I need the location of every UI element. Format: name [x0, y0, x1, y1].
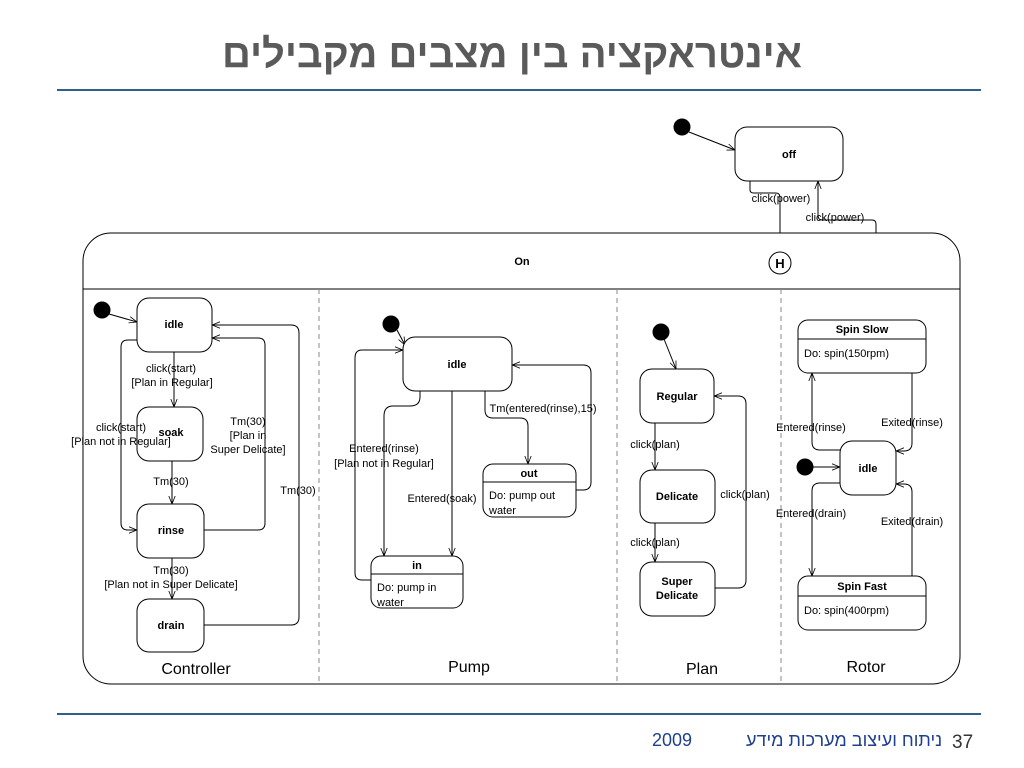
- label-idle-to-soak-2: [Plan in Regular]: [131, 377, 212, 389]
- footer-year: 2009: [652, 730, 693, 750]
- label-rotor-spin-fast: Spin Fast: [837, 581, 887, 593]
- state-on: [82, 232, 961, 685]
- state-ctrl-soak: [136, 406, 204, 462]
- arrow-off-to-history: [749, 181, 780, 252]
- arrow-rinse-to-ctrl-idle: [204, 338, 266, 531]
- label-state-on: On: [514, 256, 530, 268]
- pump-in-activity-2: water: [376, 597, 404, 609]
- arrow-on-to-off: [818, 181, 877, 233]
- region-label-plan: Plan: [686, 661, 718, 678]
- page-number: 37: [952, 732, 974, 753]
- pump-out-activity-2: water: [488, 505, 516, 517]
- label-idle-to-rinse-1: click(start): [96, 422, 146, 434]
- label-soak-to-rinse: Tm(30): [153, 476, 188, 488]
- arrow-initial-to-ctrl-idle: [108, 313, 137, 322]
- label-super-to-regular: click(plan): [720, 489, 770, 501]
- arrow-super-to-regular: [714, 396, 747, 589]
- label-history: H: [775, 256, 784, 271]
- label-rotor-idle-to-fast: Entered(drain): [776, 508, 846, 520]
- state-plan-delicate: [639, 469, 716, 524]
- arrow-initial-to-pump-idle: [396, 329, 405, 345]
- label-pump-idle-to-in-1: Entered(rinse): [349, 443, 419, 455]
- state-rotor-spin-slow: [797, 319, 927, 374]
- spin-slow-activity: Do: spin(150rpm): [804, 348, 889, 360]
- label-plan-super-2: Delicate: [656, 590, 698, 602]
- label-pump-idle-to-in-soak: Entered(soak): [407, 493, 476, 505]
- label-ctrl-idle: idle: [165, 319, 184, 331]
- label-rinse-to-drain-2: [Plan not in Super Delicate]: [104, 579, 237, 591]
- label-ctrl-soak: soak: [158, 427, 184, 439]
- label-rinse-to-idle-1: Tm(30): [230, 416, 265, 428]
- label-ctrl-rinse: rinse: [158, 525, 184, 537]
- initial-dot-plan: [652, 323, 670, 341]
- label-plan-regular: Regular: [657, 391, 699, 403]
- initial-dot-rotor: [796, 458, 814, 476]
- footer-course: ניתוח ועיצוב מערכות מידע: [746, 730, 943, 750]
- initial-dot-controller: [93, 301, 111, 319]
- spin-fast-activity: Do: spin(400rpm): [804, 605, 889, 617]
- label-regular-to-delicate: click(plan): [630, 439, 680, 451]
- label-rotor-idle-to-slow: Entered(rinse): [776, 422, 846, 434]
- arrow-rotor-idle-to-slow: [812, 373, 840, 451]
- arrow-pump-idle-to-in-rinse: [384, 391, 421, 556]
- label-delicate-to-super: click(plan): [630, 537, 680, 549]
- pump-in-activity-1: Do: pump in: [377, 582, 436, 594]
- slide-title: אינטראקציה בין מצבים מקבילים: [221, 32, 803, 76]
- label-rotor-spin-slow: Spin Slow: [836, 324, 889, 336]
- history-pseudostate: [768, 251, 792, 275]
- arrow-drain-to-ctrl-idle: [204, 325, 300, 626]
- label-drain-to-idle: Tm(30): [280, 485, 315, 497]
- title-divider: [57, 89, 981, 91]
- initial-dot-off: [673, 118, 691, 136]
- label-rotor-idle: idle: [859, 463, 878, 475]
- pump-out-activity-1: Do: pump out: [489, 490, 555, 502]
- label-idle-to-soak-1: click(start): [146, 363, 196, 375]
- label-rinse-to-idle-2: [Plan in: [230, 430, 267, 442]
- arrow-rotor-fast-to-idle: [896, 484, 913, 576]
- label-rotor-fast-to-idle: Exited(drain): [881, 516, 943, 528]
- label-pump-idle: idle: [448, 359, 467, 371]
- arrow-pump-in-to-idle: [354, 350, 403, 581]
- region-label-pump: Pump: [448, 659, 490, 676]
- label-state-off: off: [782, 149, 796, 161]
- arrow-rotor-slow-to-idle: [896, 373, 913, 451]
- label-pump-in: in: [412, 560, 422, 572]
- label-ctrl-drain: drain: [158, 620, 185, 632]
- label-on-to-off: click(power): [806, 212, 865, 224]
- state-off: [734, 126, 844, 182]
- state-plan-super-delicate: [639, 561, 716, 617]
- label-pump-idle-to-out: Tm(entered(rinse),15): [490, 403, 597, 415]
- label-rinse-to-drain-1: Tm(30): [153, 565, 188, 577]
- state-ctrl-rinse: [136, 503, 205, 559]
- arrow-pump-out-to-idle: [512, 365, 592, 491]
- label-off-to-on: click(power): [752, 193, 811, 205]
- arrow-ctrl-idle-to-rinse: [120, 339, 137, 530]
- label-rinse-to-idle-3: Super Delicate]: [210, 444, 285, 456]
- arrow-rotor-idle-to-fast: [812, 482, 840, 576]
- state-rotor-idle: [839, 440, 897, 496]
- arrow-pump-idle-to-out: [484, 391, 528, 464]
- initial-dot-pump: [382, 315, 400, 333]
- region-label-controller: Controller: [161, 661, 231, 678]
- label-plan-delicate: Delicate: [656, 491, 698, 503]
- state-pump-in: [370, 555, 464, 609]
- state-rotor-spin-fast: [797, 575, 927, 631]
- label-plan-super-1: Super: [661, 576, 693, 588]
- label-idle-to-rinse-2: [Plan not in Regular]: [71, 436, 171, 448]
- arrow-initial-to-regular: [663, 338, 677, 369]
- label-rotor-slow-to-idle: Exited(rinse): [881, 417, 943, 429]
- footer-divider: [57, 713, 981, 715]
- region-label-rotor: Rotor: [846, 659, 886, 676]
- label-pump-out: out: [520, 468, 537, 480]
- label-pump-idle-to-in-2: [Plan not in Regular]: [334, 458, 434, 470]
- arrow-initial-to-off: [688, 131, 735, 151]
